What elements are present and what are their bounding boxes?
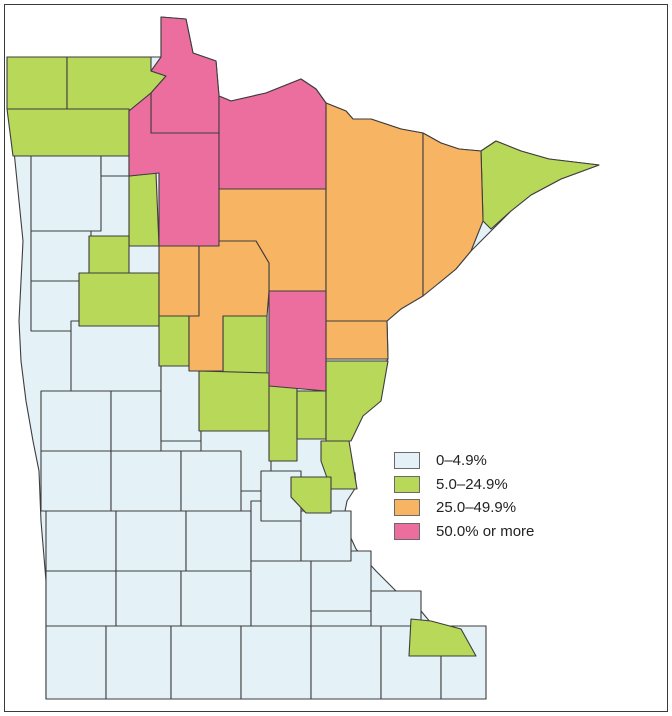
county-50-plus [218, 78, 327, 190]
legend-item-5-24-9: 5.0–24.9% [394, 473, 534, 497]
county-5-24-9 [268, 380, 298, 462]
county-0-4-9 [115, 510, 187, 572]
legend-label: 25.0–49.9% [436, 499, 517, 517]
county-layer [6, 16, 600, 700]
county-25-49-9 [325, 320, 389, 360]
county-5-24-9 [6, 56, 68, 110]
legend-swatch [394, 475, 420, 493]
county-5-24-9 [290, 476, 332, 514]
county-5-24-9 [128, 172, 160, 247]
county-5-24-9 [88, 235, 130, 274]
county-0-4-9 [40, 450, 112, 512]
county-0-4-9 [185, 510, 252, 572]
legend-label: 0–4.9% [436, 452, 487, 470]
county-5-24-9 [198, 370, 272, 432]
county-25-49-9 [422, 132, 484, 297]
county-5-24-9 [480, 140, 600, 230]
choropleth-map [6, 16, 600, 700]
county-5-24-9 [408, 618, 477, 657]
county-0-4-9 [40, 390, 112, 452]
legend-item-50-plus: 50.0% or more [394, 520, 534, 544]
legend-swatch [394, 522, 420, 540]
legend-swatch [394, 499, 420, 517]
county-50-plus [128, 92, 220, 247]
county-50-plus [268, 290, 327, 392]
county-0-4-9 [180, 570, 252, 627]
legend-item-25-49-9: 25.0–49.9% [394, 496, 534, 520]
county-0-4-9 [300, 510, 352, 562]
county-0-4-9 [105, 625, 172, 700]
county-0-4-9 [180, 450, 242, 512]
county-25-49-9 [158, 245, 200, 317]
county-0-4-9 [110, 450, 182, 512]
legend: 0–4.9% 5.0–24.9% 25.0–49.9% 50.0% or mor… [394, 449, 534, 543]
county-25-49-9 [188, 240, 270, 372]
county-0-4-9 [310, 625, 382, 700]
county-0-4-9 [250, 560, 312, 627]
county-0-4-9 [110, 390, 162, 452]
county-5-24-9 [296, 390, 327, 440]
legend-label: 5.0–24.9% [436, 475, 508, 493]
county-5-24-9 [6, 108, 130, 157]
county-0-4-9 [160, 360, 202, 442]
county-25-49-9 [325, 102, 424, 322]
county-0-4-9 [240, 625, 312, 700]
legend-item-0-4-9: 0–4.9% [394, 449, 534, 473]
county-0-4-9 [70, 320, 162, 397]
county-0-4-9 [170, 625, 242, 700]
map-frame: 0–4.9% 5.0–24.9% 25.0–49.9% 50.0% or mor… [4, 4, 668, 712]
county-5-24-9 [78, 272, 160, 327]
county-0-4-9 [30, 150, 102, 232]
county-0-4-9 [45, 510, 117, 572]
county-5-24-9 [325, 360, 389, 442]
county-0-4-9 [115, 570, 182, 627]
county-0-4-9 [45, 625, 107, 700]
county-5-24-9 [158, 315, 190, 367]
legend-label: 50.0% or more [436, 522, 535, 540]
legend-swatch [394, 452, 420, 470]
county-0-4-9 [45, 570, 117, 627]
